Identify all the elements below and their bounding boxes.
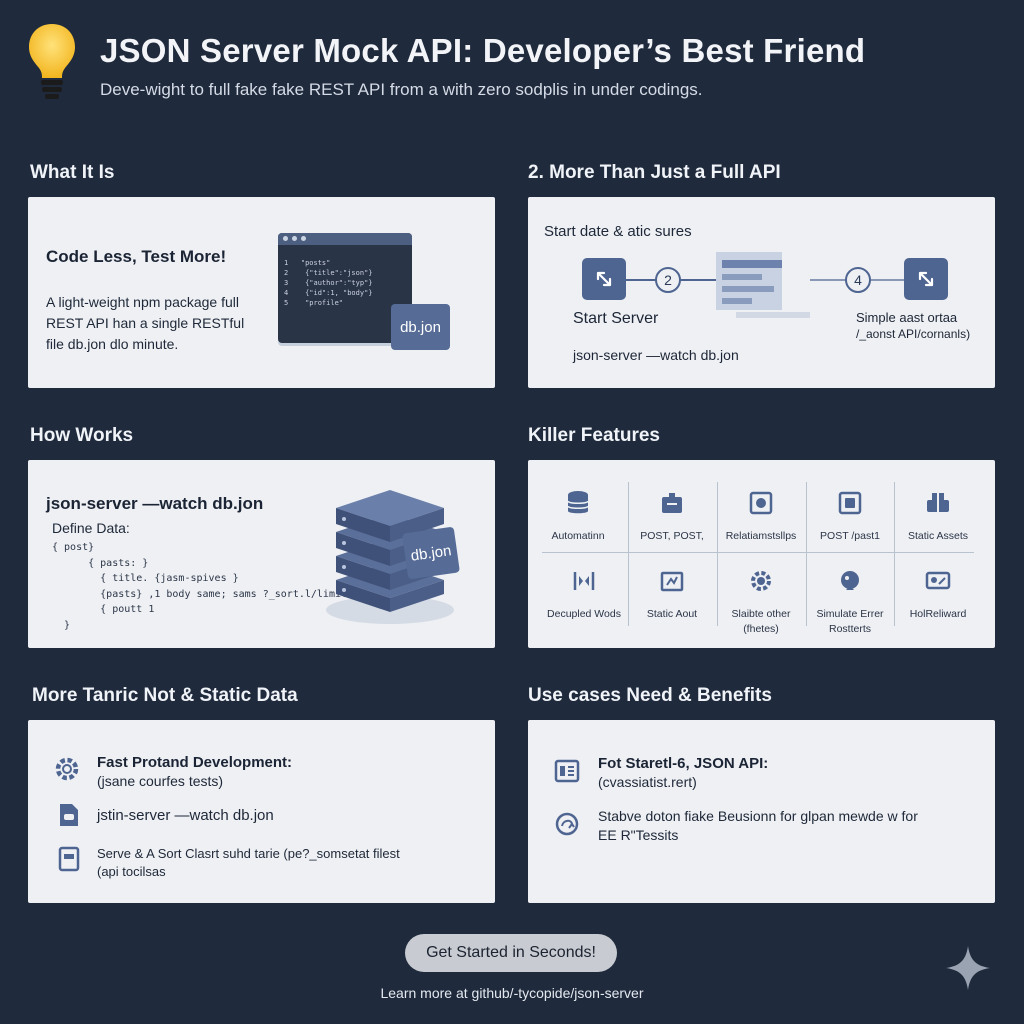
simple-label: Simple aast ortaa (856, 310, 958, 325)
data-code-snippet: { post} { pasts: } { title. {jasm-spives… (52, 542, 365, 631)
watch-command: json-server —watch db.jon (573, 347, 739, 363)
api-endpoint-icon (904, 258, 948, 300)
feature-static-about: Static Aout (628, 568, 716, 622)
section-title-use-cases: Use cases Need & Benefits (528, 685, 772, 706)
lightbulb-icon (29, 24, 75, 99)
sparkle-icon (946, 946, 990, 990)
feature-static-assets: Static Assets (894, 490, 982, 544)
fast-dev-heading: Fast Protand Development: (97, 754, 293, 771)
feature-post-past: POST /past1 (806, 490, 894, 544)
start-server-label: Start Server (573, 310, 659, 327)
gear-icon (751, 571, 771, 591)
server-start-icon (582, 258, 626, 300)
card-use-cases: Fot Staretl-6, JSON API: (cvassiatist.re… (528, 720, 995, 903)
api-document-illustration (716, 252, 810, 318)
document-icon (58, 846, 80, 872)
assets-icon (927, 493, 949, 512)
section-title-how: How Works (30, 425, 134, 446)
decoupled-icon (573, 572, 595, 590)
define-data-label: Define Data: (52, 520, 130, 536)
step-two-circle: 2 (655, 267, 681, 293)
error-icon (841, 571, 859, 590)
section-title-what: What It Is (30, 162, 115, 183)
get-started-button[interactable]: Get Started in Seconds! (405, 934, 617, 972)
footer-link[interactable]: Learn more at github/-tycopide/json-serv… (380, 985, 644, 1001)
db-file-badge: db.jon (391, 304, 450, 350)
static-icon (660, 571, 684, 592)
fast-dev-sub: (jsane courfes tests) (97, 773, 224, 789)
step-four-circle: 4 (845, 267, 871, 293)
api-commands-label: /_aonst API/cornanls) (856, 327, 971, 341)
serve-sort-line-1: Serve & A Sort Clasrt suhd tarie (pe?_so… (97, 846, 400, 861)
db-json-badge: db.jon (402, 526, 460, 580)
benefit-line-2: EE R"Tessits (598, 827, 679, 843)
how-command: json-server —watch db.jon (46, 494, 264, 513)
feature-simulate-errors: Simulate Errer Rostterts (806, 568, 894, 637)
use-case-heading: Fot Staretl-6, JSON API: (598, 755, 769, 772)
card-how: json-server —watch db.jon Define Data: {… (28, 460, 495, 648)
card-static-data: Fast Protand Development: (jsane courfes… (28, 720, 495, 903)
what-heading: Code Less, Test More! (46, 247, 227, 266)
page-subtitle: Deve-wight to full fake fake REST API fr… (100, 80, 703, 99)
section-title-static-data: More Tanric Not & Static Data (32, 685, 298, 706)
refresh-icon (555, 812, 579, 836)
target-icon (838, 491, 862, 515)
more-api-heading: Start date & atic sures (544, 223, 692, 240)
card-what: Code Less, Test More! A light-weight npm… (28, 197, 495, 388)
header: JSON Server Mock API: Developer’s Best F… (26, 22, 1004, 102)
section-title-more-api: 2. More Than Just a Full API (528, 162, 781, 183)
feature-post: POST, POST, (628, 490, 716, 544)
card-features: Automatinn POST, POST, Relatiamstsllps P… (528, 460, 995, 648)
feature-automation: Automatinn (534, 490, 622, 544)
file-icon (60, 804, 78, 826)
page-title: JSON Server Mock API: Developer’s Best F… (100, 32, 866, 69)
serve-sort-line-2: (api tocilsas (97, 864, 166, 879)
section-title-features: Killer Features (528, 425, 660, 446)
what-description: A light-weight npm package full REST API… (46, 294, 245, 352)
use-case-sub: (cvassiatist.rert) (598, 774, 697, 790)
feature-other: Slaibte other (fhetes) (717, 568, 805, 637)
card-more-api: Start date & atic sures 2 4 Start Server… (528, 197, 995, 388)
feature-relationships: Relatiamstsllps (717, 490, 805, 544)
code-editor-illustration: 1 "posts" 2 {"title":"json"} 3 {"author"… (278, 233, 412, 343)
benefit-line-1: Stabve doton fiake Beusionn for glpan me… (598, 808, 918, 824)
gear-icon (55, 757, 79, 781)
watch-command-2: jstin-server —watch db.jon (97, 807, 274, 824)
feature-hot-reload: HolReliward (894, 568, 982, 622)
database-icon (567, 491, 589, 514)
list-icon (554, 759, 580, 783)
feature-decoupled: Decupled Wods (540, 568, 628, 622)
relations-icon (749, 491, 773, 515)
reload-icon (925, 571, 951, 590)
post-icon (662, 493, 682, 513)
